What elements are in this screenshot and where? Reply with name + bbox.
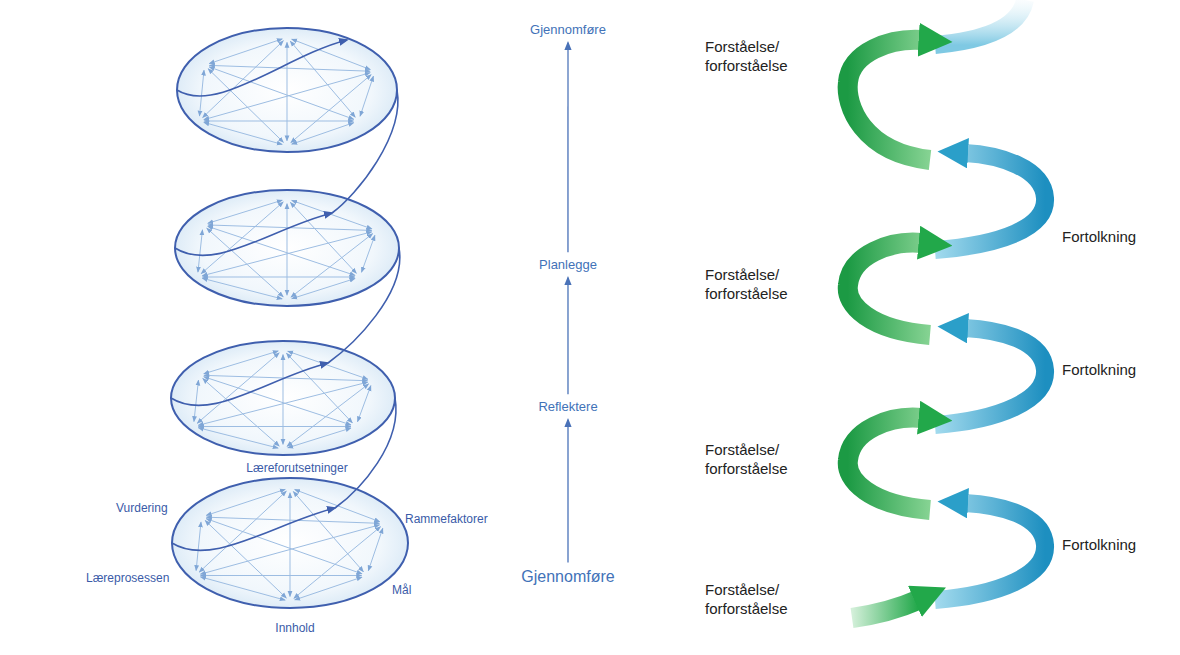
spiral-arrow <box>935 153 1045 250</box>
relation-arrow <box>291 75 371 143</box>
relation-arrow <box>290 493 291 597</box>
spiral-ellipse <box>175 190 399 306</box>
relation-arrow <box>208 200 282 223</box>
relation-arrow <box>291 234 373 297</box>
relation-arrow <box>294 527 381 599</box>
didactic-spiral <box>171 28 408 608</box>
step-text: Planlegge <box>539 257 597 273</box>
relation-arrow <box>209 67 354 119</box>
diagram-label: Fortolkning <box>1062 536 1136 555</box>
relation-arrow <box>293 492 363 572</box>
spiral-line <box>332 90 398 213</box>
relation-arrow <box>288 428 351 448</box>
hermeneutic-spiral <box>848 0 1045 618</box>
spiral-arrow <box>935 503 1045 600</box>
spiral-line <box>172 508 335 550</box>
diagram-label: Rammefaktorer <box>405 512 488 527</box>
flow-arrow <box>567 278 568 394</box>
flow-arrow <box>567 43 568 252</box>
relation-arrow <box>290 41 355 117</box>
spiral-arrow <box>852 600 918 618</box>
diagram-label: Forståelse/ forforståelse <box>705 266 825 304</box>
diagram-label: Vurdering <box>116 501 168 516</box>
relation-arrow <box>202 232 372 276</box>
relation-arrow <box>204 122 282 144</box>
relation-arrow <box>198 428 278 448</box>
diagram-label: Læreforutsetninger <box>243 461 350 476</box>
relation-arrow <box>201 575 362 576</box>
relation-arrow <box>206 489 285 515</box>
diagram-label: Innhold <box>275 621 314 636</box>
relation-arrow <box>204 73 370 120</box>
relation-arrow <box>198 382 368 425</box>
relation-arrow <box>200 525 379 574</box>
diagram-label: Fortolkning <box>1062 361 1136 380</box>
relation-arrow <box>283 355 284 445</box>
spiral-line <box>171 363 328 405</box>
spiral-arrow <box>848 418 930 510</box>
diagram-label: Fortolkning <box>1062 228 1136 247</box>
relation-arrow <box>194 380 199 421</box>
diagram-label: Læreprosessen <box>86 571 169 586</box>
process-step: Gjennomføre <box>517 565 618 588</box>
relation-arrow <box>286 353 352 423</box>
relation-arrow <box>205 520 286 598</box>
process-step: Gjennomføre <box>526 20 610 40</box>
relation-arrow <box>200 577 285 600</box>
relation-arrow <box>207 228 284 297</box>
relation-arrow <box>208 69 283 143</box>
process-step: Planlegge <box>535 255 601 275</box>
relation-arrow <box>199 70 204 116</box>
spiral-line <box>177 40 347 96</box>
relation-arrow <box>292 279 355 299</box>
relation-arrow <box>203 379 280 446</box>
relation-arrow <box>287 204 288 296</box>
relation-arrow <box>196 522 201 571</box>
relation-arrow <box>292 123 354 145</box>
diagram-label: Mål <box>392 583 411 598</box>
spiral-line <box>328 248 400 363</box>
spiral-ellipse <box>172 478 408 608</box>
diagram-label: Forståelse/ forforståelse <box>705 38 825 76</box>
relation-arrow <box>287 42 288 141</box>
spiral-arrow <box>935 0 1025 45</box>
step-text: Gjennomføre <box>530 22 606 38</box>
relation-arrow <box>198 426 350 427</box>
relation-arrow <box>288 351 368 379</box>
relation-arrow <box>295 577 362 600</box>
relation-arrow <box>204 351 278 374</box>
relation-arrow <box>292 200 372 229</box>
spiral-arrow <box>848 40 930 160</box>
process-step: Reflektere <box>534 397 601 417</box>
relation-arrow <box>287 384 369 446</box>
step-text: Reflektere <box>538 399 597 415</box>
relation-arrow <box>202 278 282 299</box>
spiral-ellipse <box>177 28 397 152</box>
step-text: Gjennomføre <box>521 567 614 586</box>
spiral-line <box>335 398 396 508</box>
spiral-line <box>175 213 332 255</box>
spiral-arrow <box>848 243 930 335</box>
spiral-arrow <box>935 328 1045 425</box>
relation-arrow <box>292 39 371 69</box>
relation-arrow <box>209 39 282 64</box>
spiral-ellipse <box>171 341 395 455</box>
relation-arrow <box>202 277 354 278</box>
diagram-label: Forståelse/ forforståelse <box>705 581 825 619</box>
relation-arrow <box>290 202 356 273</box>
relation-arrow <box>204 121 354 122</box>
flow-arrow <box>567 420 568 563</box>
relation-arrow <box>198 230 203 272</box>
diagram-label: Forståelse/ forforståelse <box>705 441 825 479</box>
relation-arrow <box>209 65 370 71</box>
